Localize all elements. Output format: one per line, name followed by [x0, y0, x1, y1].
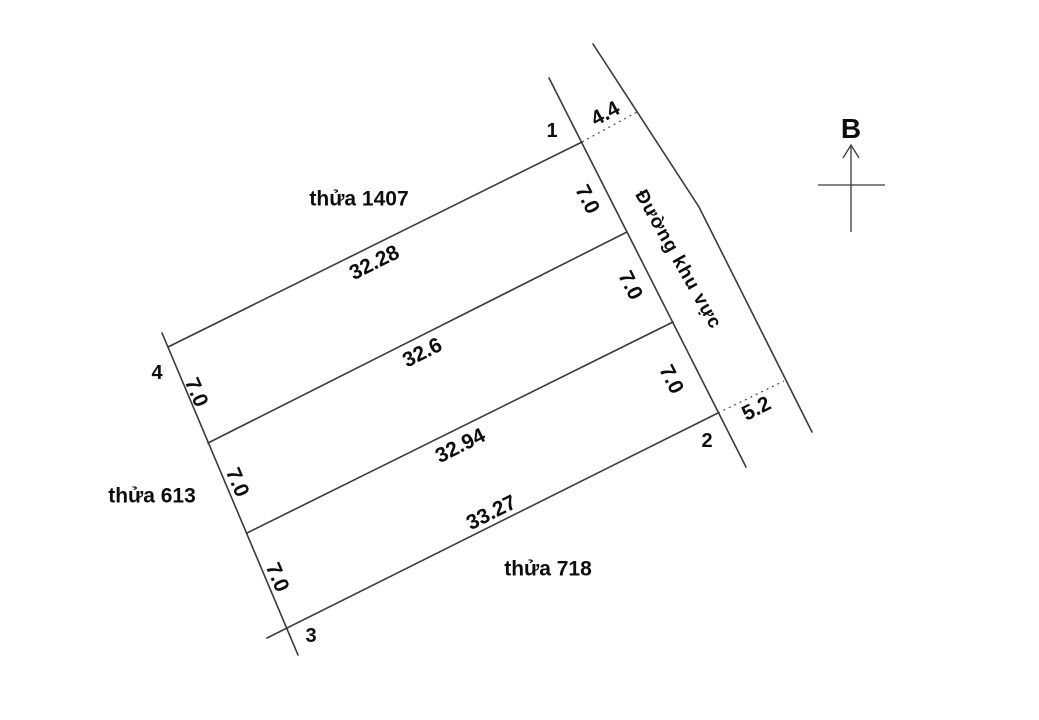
- road-width-tie-top: [581, 111, 638, 143]
- dim-width-left-2: 7.0: [221, 464, 254, 500]
- dim-length-bottom: 33.27: [463, 491, 520, 535]
- parcel-label-top: thửa 1407: [309, 187, 408, 210]
- dim-width-right-1: 7.0: [570, 181, 604, 217]
- corner-label-4: 4: [151, 362, 163, 384]
- corner-label-2: 2: [701, 430, 712, 452]
- dim-width-right-2: 7.0: [613, 267, 647, 303]
- north-arrow-head: [842, 143, 860, 159]
- corner-label-1: 1: [546, 120, 557, 142]
- division-line-2: [246, 321, 674, 534]
- dim-width-left-1: 7.0: [180, 374, 213, 410]
- dim-width-left-3: 7.0: [261, 559, 294, 595]
- boundary-line-bottom: [266, 412, 719, 639]
- boundary-line-left: [161, 332, 299, 656]
- dim-length-mid2: 32.94: [432, 424, 490, 468]
- road-right-edge: [592, 43, 813, 433]
- north-label: B: [841, 113, 861, 144]
- road-left-edge: [548, 77, 747, 468]
- road-width-tie-bottom: [717, 380, 785, 414]
- boundary-line-top: [167, 141, 583, 348]
- division-line-1: [207, 231, 628, 444]
- dim-length-top: 32.28: [346, 241, 404, 285]
- parcel-label-left: thửa 613: [108, 484, 196, 507]
- road-label: Đường khu vực: [630, 186, 725, 332]
- dim-length-mid1: 32.6: [399, 333, 446, 372]
- parcel-label-bottom: thửa 718: [504, 557, 592, 580]
- north-arrow: B: [818, 113, 885, 232]
- dim-road-top: 4.4: [587, 97, 624, 131]
- dim-width-right-3: 7.0: [654, 361, 688, 397]
- corner-label-3: 3: [305, 625, 316, 647]
- dim-road-bottom: 5.2: [738, 392, 774, 426]
